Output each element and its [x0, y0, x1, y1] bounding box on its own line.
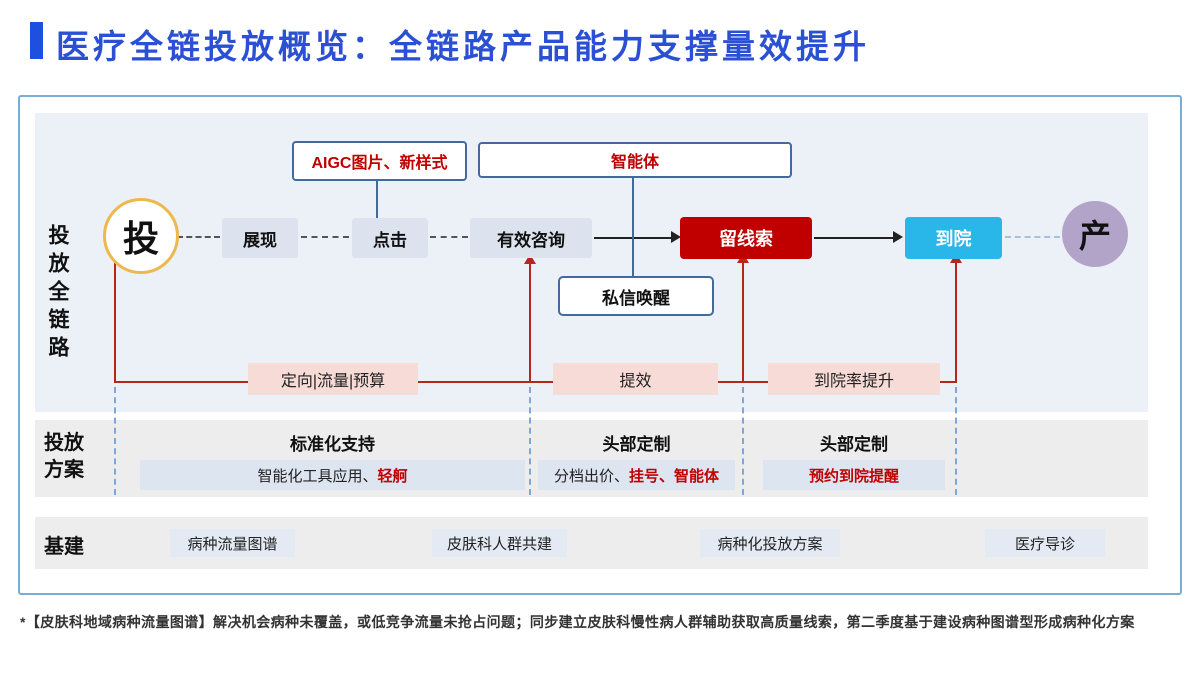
arrow-line	[594, 237, 674, 239]
page-title: 医疗全链投放概览：全链路产品能力支撑量效提升	[56, 28, 870, 65]
agent-callout: 智能体	[478, 142, 792, 178]
flow-step-consult: 有效咨询	[470, 218, 592, 258]
dashed-connector	[301, 236, 349, 238]
plan-section-label: 投放方案	[44, 432, 84, 481]
title-accent-bar	[30, 22, 43, 59]
dashed-connector-to-end	[1005, 236, 1060, 238]
plan-column-detail: 预约到院提醒	[763, 460, 945, 490]
column-separator	[955, 387, 957, 495]
callout-connector	[376, 177, 378, 218]
callout-connector	[632, 174, 634, 276]
plan-column-title: 标准化支持	[290, 435, 375, 454]
plan-detail-text: 分档出价、	[553, 467, 629, 485]
infra-item: 病种流量图谱	[170, 529, 295, 557]
arrowhead-right-icon	[671, 231, 681, 243]
plan-detail-highlight: 挂号、智能体	[629, 467, 720, 485]
red-flow-line-to-lead	[742, 261, 744, 382]
flow-node-arrive: 到院	[905, 217, 1002, 259]
arrival-rate-label: 到院率提升	[768, 363, 940, 395]
dashed-connector	[430, 236, 468, 238]
plan-detail-highlight: 预约到院提醒	[808, 467, 899, 485]
flow-end-node: 产	[1062, 201, 1128, 267]
infra-item: 医疗导诊	[985, 529, 1105, 557]
column-separator	[529, 387, 531, 495]
flow-step-click: 点击	[352, 218, 428, 258]
red-arrowhead-up-icon	[524, 254, 536, 264]
private-message-callout: 私信唤醒	[558, 276, 714, 316]
plan-column-title: 头部定制	[820, 435, 888, 454]
footnote: *【皮肤科地域病种流量图谱】解决机会病种未覆盖，或低竞争流量未抢占问题；同步建立…	[20, 614, 1135, 630]
red-flow-line-to-arrive	[955, 261, 957, 382]
plan-detail-text: 智能化工具应用、	[257, 467, 378, 485]
aigc-callout: AIGC图片、新样式	[292, 141, 467, 181]
efficiency-label: 提效	[553, 363, 718, 395]
plan-column-title: 头部定制	[602, 435, 671, 454]
flow-node-lead: 留线索	[680, 217, 812, 259]
red-flow-line-vertical-start	[114, 258, 116, 382]
plan-column-detail: 智能化工具应用、轻舸	[140, 460, 525, 490]
infra-section-label: 基建	[44, 536, 84, 558]
red-flow-line-horizontal	[114, 381, 957, 383]
column-separator	[742, 387, 744, 495]
dashed-connector	[177, 236, 220, 238]
funnel-left-label: 投放全链路	[46, 224, 69, 364]
flow-start-node: 投	[103, 198, 179, 274]
flow-step-impression: 展现	[222, 218, 298, 258]
arrow-line	[814, 237, 896, 239]
targeting-traffic-budget-label: 定向|流量|预算	[248, 363, 418, 395]
plan-detail-highlight: 轻舸	[377, 467, 408, 485]
red-flow-line-to-consult	[529, 262, 531, 382]
column-separator	[114, 387, 116, 495]
plan-column-detail: 分档出价、挂号、智能体	[538, 460, 735, 490]
infra-item: 皮肤科人群共建	[432, 529, 567, 557]
arrowhead-right-icon	[893, 231, 903, 243]
infra-item: 病种化投放方案	[700, 529, 840, 557]
